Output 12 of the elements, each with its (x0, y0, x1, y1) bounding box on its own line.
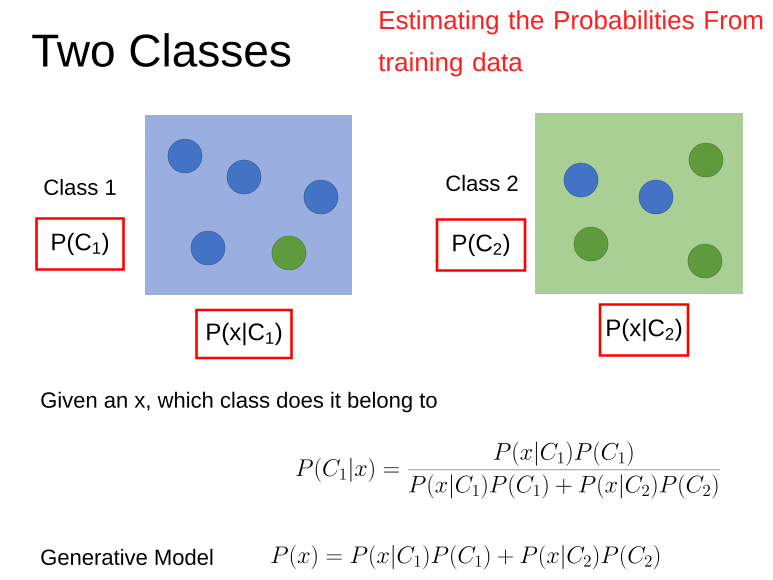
title: Two Classes (32, 33, 290, 67)
probability-box: P(x|C$_{1}$) (195, 308, 293, 360)
class-label: Class 1 (44, 178, 116, 196)
marginal-formula: $P(x) = P(x|C_1)P(C_1) + P(x|C_2)P(C_2)$ (271, 545, 660, 569)
class-label: Class 2 (446, 174, 518, 192)
note: Estimating the Probabilities From training data (378, 10, 762, 76)
model-label: Generative Model (41, 548, 212, 566)
probability-box: P(C$_{1}$) (35, 217, 125, 271)
probability-box: P(C$_{2}$) (436, 218, 526, 272)
question-text: Given an x, which class does it belong to (41, 392, 437, 412)
probability-box: P(x|C$_{2}$) (598, 303, 690, 357)
bayes-formula: $P(C_1|x) = \frac{P(x|C_1)P(C_1)}{P(x|C_1)P(C_1) + P(x|C_2)P(C_2)}$ (296, 442, 720, 498)
